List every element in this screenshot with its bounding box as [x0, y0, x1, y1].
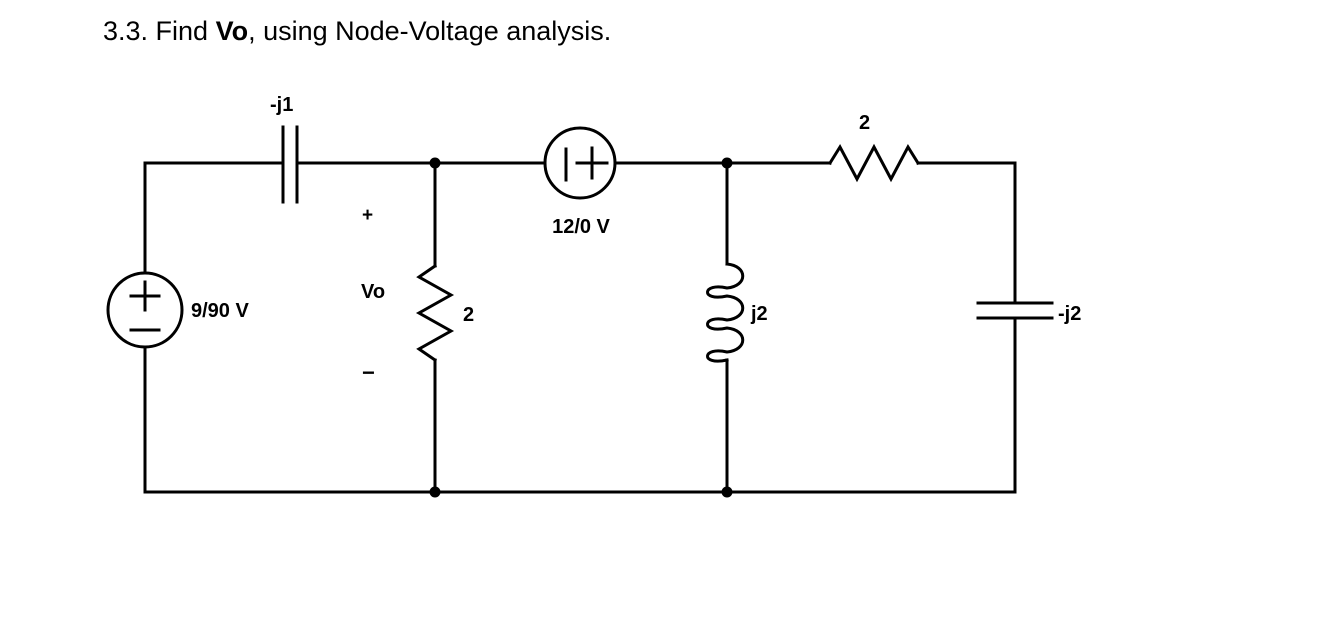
capacitor-j2-icon: [976, 301, 1054, 320]
node-dot-bottom-right: [721, 486, 733, 498]
node-dot-top-left: [429, 157, 441, 169]
capacitor-j1-label: -j1: [270, 94, 294, 116]
page-title: 3.3. Find Vo, using Node-Voltage analysi…: [103, 16, 611, 47]
node-dot-bottom-left: [429, 486, 441, 498]
capacitor-j2-label: -j2: [1058, 303, 1082, 325]
source-left-label: 9/90 V: [191, 300, 249, 322]
vo-polarity-plus: +: [362, 205, 374, 226]
resistor-mid-label: 2: [463, 304, 475, 326]
inductor-j2-icon: [706, 262, 745, 363]
inductor-label: j2: [751, 303, 768, 325]
voltage-source-top-icon: [543, 126, 617, 200]
voltage-source-left-icon: [106, 271, 184, 349]
resistor-top-label: 2: [859, 112, 871, 134]
voltage-source-top-circle: [543, 126, 617, 200]
node-dot-top-right: [721, 157, 733, 169]
capacitor-j1-icon: [281, 125, 299, 204]
title-suffix: , using Node-Voltage analysis.: [248, 16, 612, 46]
source-top-label: 12/0 V: [552, 216, 610, 238]
title-prefix: 3.3. Find: [103, 16, 216, 46]
title-vo-bold: Vo: [215, 16, 249, 46]
vo-polarity-minus: −: [362, 360, 375, 385]
vo-label: Vo: [361, 281, 386, 303]
resistor-top-icon: [827, 143, 921, 183]
resistor-vo-icon: [415, 263, 455, 363]
